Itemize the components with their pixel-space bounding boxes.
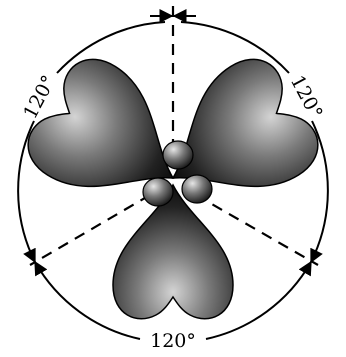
sphere-left (143, 178, 173, 206)
sphere-top (163, 141, 193, 169)
angle-label-upper-right: 120° (286, 72, 327, 123)
angle-label-upper-left: 120° (19, 72, 60, 123)
angle-label-bottom: 120° (150, 330, 196, 352)
sphere-right (182, 175, 212, 203)
